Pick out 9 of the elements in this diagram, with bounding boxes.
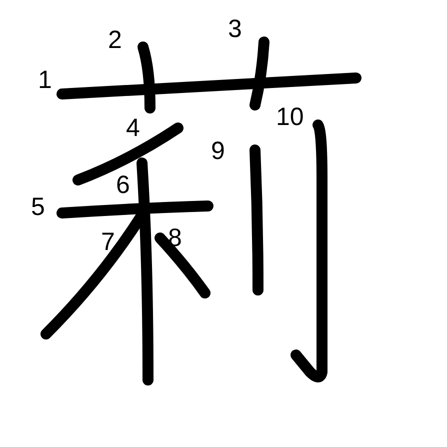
stroke-number: 7 — [101, 230, 115, 255]
stroke-number: 1 — [38, 68, 52, 93]
stroke-number: 4 — [126, 116, 140, 141]
stroke-number: 2 — [108, 28, 122, 53]
stroke-number: 9 — [211, 139, 225, 164]
stroke-number: 10 — [276, 105, 304, 130]
stroke-number: 5 — [31, 195, 45, 220]
stroke-number: 6 — [116, 173, 130, 198]
stroke-number: 3 — [228, 17, 242, 42]
